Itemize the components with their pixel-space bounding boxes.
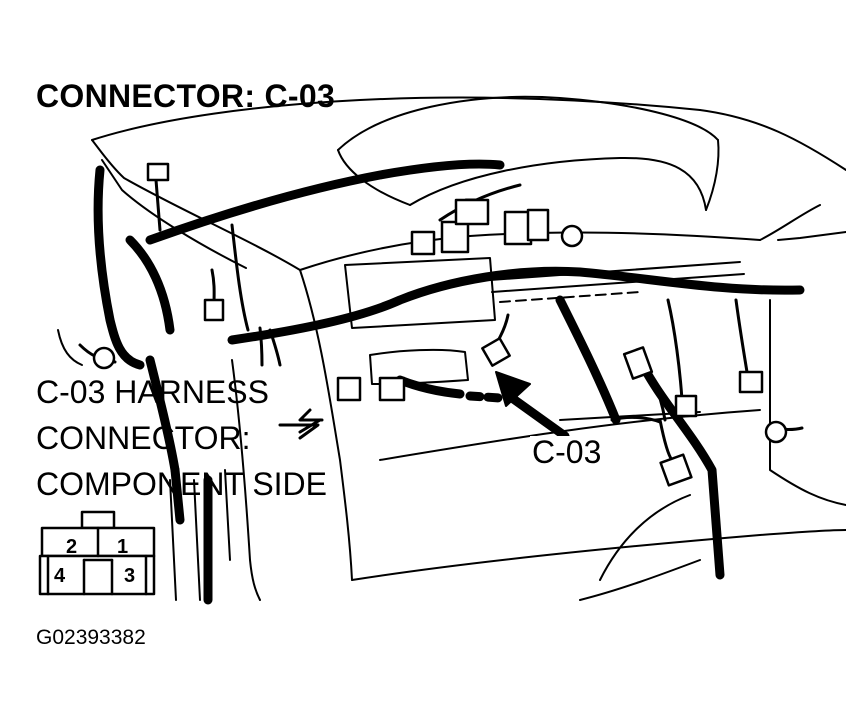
wire-harness [93, 159, 805, 605]
connector-box [378, 376, 406, 402]
connector-box [440, 220, 470, 254]
connector-box [146, 162, 170, 182]
connector-box [738, 370, 764, 394]
connector-box [454, 198, 490, 226]
connector-box [526, 208, 550, 242]
pin-number-3: 3 [124, 565, 136, 587]
connector-callout-label: C-03 [530, 434, 604, 470]
connector-box [203, 298, 225, 322]
grommet [764, 420, 788, 444]
pin-number-1: 1 [117, 536, 129, 558]
dashboard-outline [57, 95, 846, 601]
connector-box [336, 376, 362, 402]
grommet [560, 224, 584, 248]
harness-label-line-1: C-03 HARNESS [36, 374, 269, 410]
connector-box [410, 230, 436, 256]
callout-arrow [495, 371, 570, 441]
connector-box [659, 453, 693, 487]
grommet [92, 346, 116, 370]
harness-connectors [92, 162, 788, 487]
connector-face-diagram [38, 510, 156, 596]
connector-box [622, 346, 654, 380]
figure-id: G02393382 [36, 626, 146, 649]
connector-box [481, 337, 511, 367]
diagram-title: CONNECTOR: C-03 [36, 78, 336, 114]
pin-number-2: 2 [66, 536, 78, 558]
harness-label-line-2: CONNECTOR: [36, 420, 251, 456]
connector-box [674, 394, 698, 418]
harness-label-line-3: COMPONENT SIDE [36, 466, 327, 502]
pin-number-4: 4 [54, 565, 66, 587]
